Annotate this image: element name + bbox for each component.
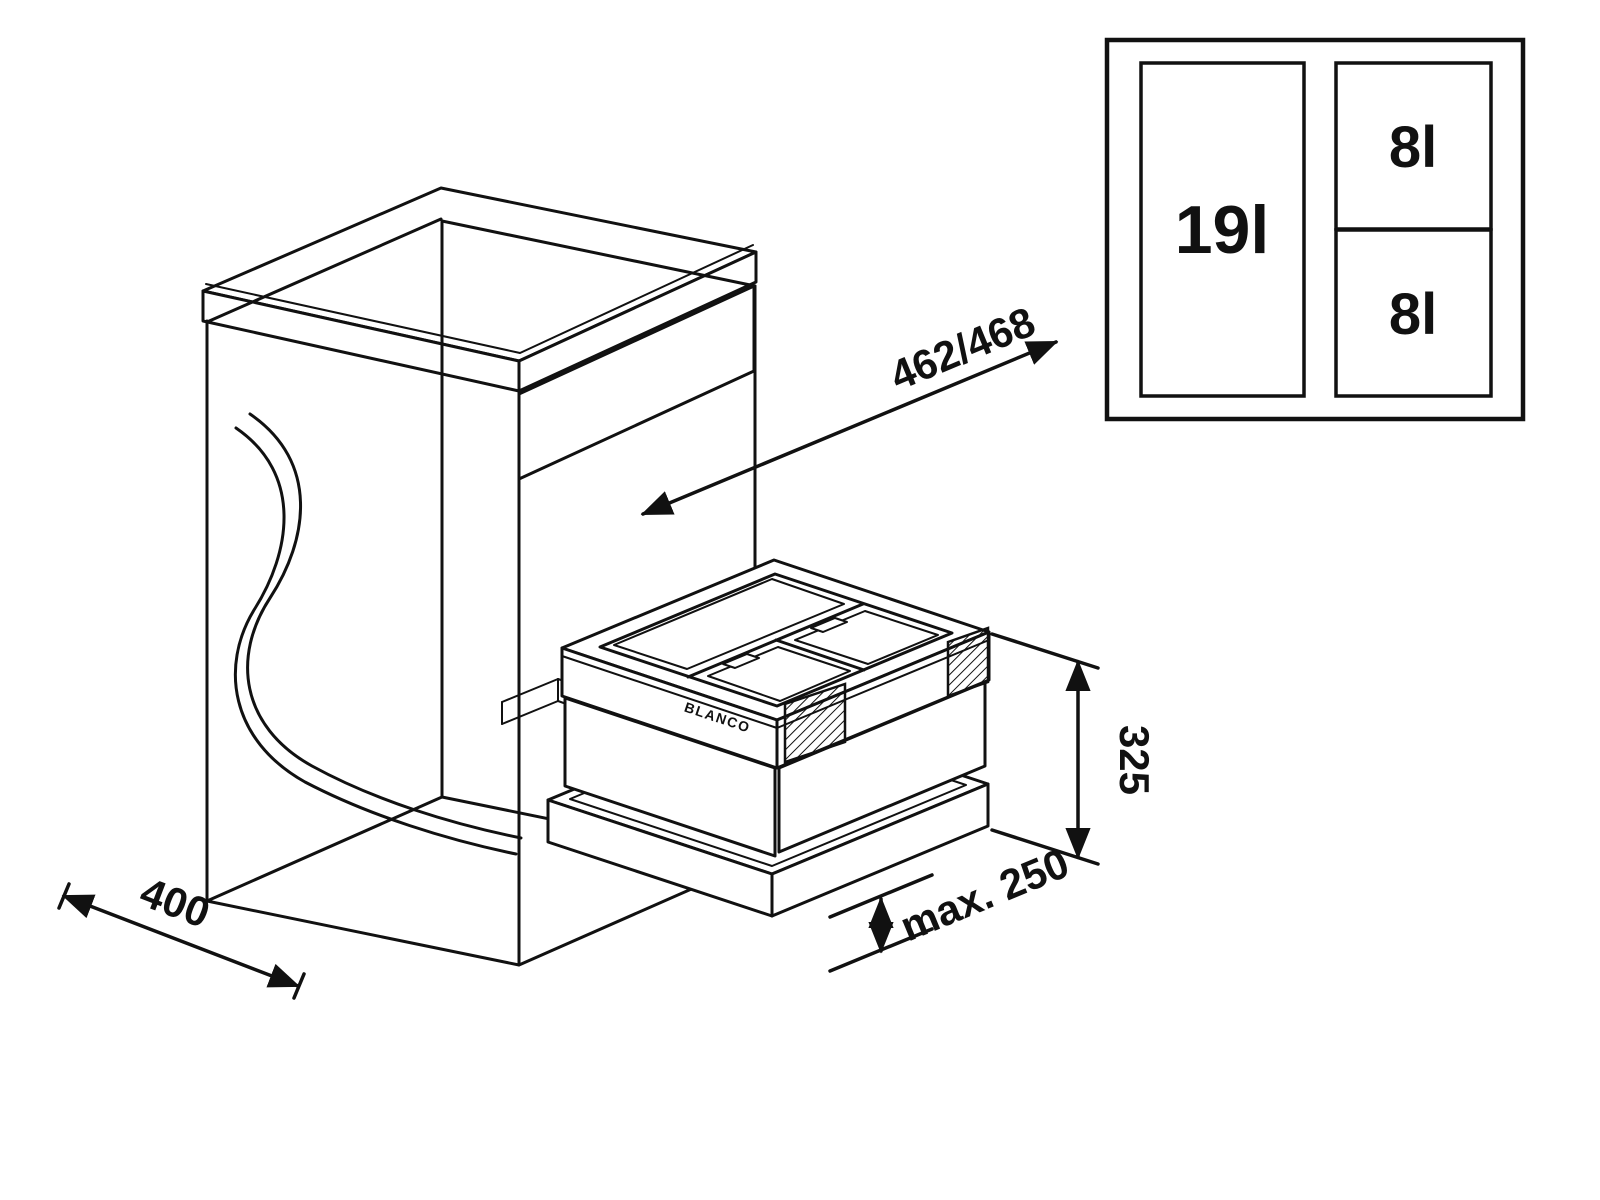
bin-19l-opening	[613, 578, 845, 670]
floor-front-edge	[205, 899, 521, 967]
legend-outer-box	[1104, 37, 1526, 422]
wavy-break-line-inner	[233, 426, 518, 856]
legend-bin-19l-label: 19l	[1175, 192, 1270, 268]
dimension-clearance-tick-top	[828, 873, 934, 919]
dimension-height: 325	[990, 632, 1158, 866]
back-top-edge	[440, 219, 757, 288]
countertop-front-right-face	[517, 250, 758, 393]
dimension-depth-label: 462/468	[883, 298, 1041, 400]
cutaway-wavy-line	[233, 412, 523, 856]
frame-lip-left	[561, 655, 778, 729]
dimension-width-tick-start	[57, 882, 71, 910]
left-panel-top-edge	[205, 217, 443, 324]
base-cabinet	[201, 186, 758, 967]
legend-bin-8l-bottom-label: 8l	[1389, 282, 1437, 347]
capacity-legend: 19l 8l 8l	[1104, 37, 1526, 422]
dimension-depth-arrow	[640, 340, 1059, 516]
rail-block-left	[783, 682, 847, 764]
platform-front-right-face	[770, 782, 990, 918]
dimension-height-tick-top	[990, 632, 1100, 670]
legend-box-8l-bottom	[1334, 228, 1493, 398]
bin-handle-front	[722, 653, 760, 669]
divider-8l	[774, 638, 866, 672]
dimension-height-label: 325	[1111, 725, 1158, 795]
dimension-width-tick-end	[292, 972, 306, 1000]
waste-bin-unit: BLANCO	[546, 558, 991, 918]
bin-frame: BLANCO	[560, 558, 991, 770]
countertop-rounded-edge	[205, 244, 754, 354]
dimension-width: 400	[57, 868, 306, 1000]
dimension-depth: 462/468	[640, 298, 1059, 516]
dimension-clearance-label: max. 250	[893, 839, 1075, 950]
bin-handle-back	[810, 617, 848, 633]
wavy-break-line-outer	[246, 412, 523, 840]
floor-left-edge	[205, 795, 444, 903]
countertop	[201, 186, 758, 393]
dimension-width-arrow	[61, 894, 301, 988]
legend-bin-8l-top-label: 8l	[1389, 115, 1437, 180]
rail-block-right	[946, 626, 990, 698]
legend-box-19l	[1139, 61, 1306, 398]
